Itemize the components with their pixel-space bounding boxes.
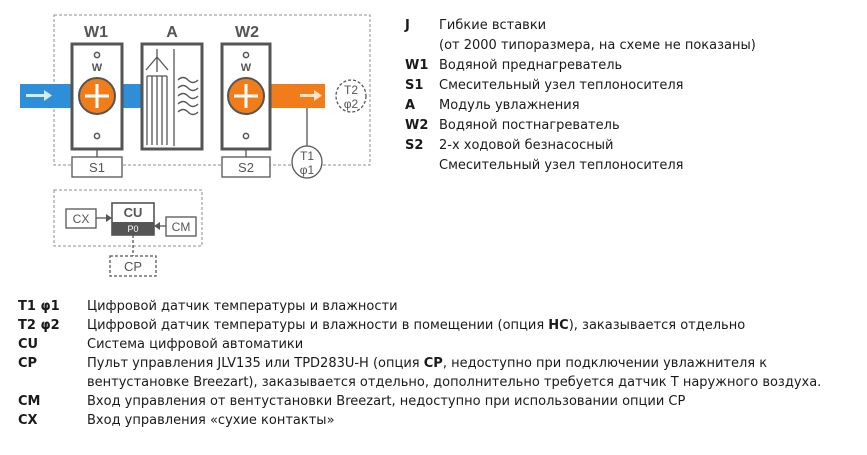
legend-row-t2: T2 φ2 Цифровой датчик температуры и влаж… [18, 318, 746, 333]
sensor-legend: T1 φ1 Цифровой датчик температуры и влаж… [18, 297, 863, 430]
humidifier-media-icon [146, 75, 168, 145]
t2-sensor [335, 79, 367, 113]
phi2-label: φ2 [344, 97, 359, 111]
control-frame [53, 189, 203, 247]
legend-row-s2-note: Смесительный узел теплоносителя [439, 158, 684, 173]
outlet-arrow-icon [314, 90, 322, 101]
p0-label: P0 [127, 224, 138, 234]
cp-box [109, 255, 157, 277]
legend-row-cx: CX Вход управления «сухие контакты» [18, 413, 335, 428]
t2-label: T2 [344, 83, 358, 97]
legend-row-cp: CP Пульт управления JLV135 или TPD283U-H… [18, 356, 822, 390]
cp-label: CP [124, 259, 142, 274]
w2-top-port-icon [242, 51, 250, 59]
s2-box [221, 156, 271, 178]
w2-w-mark: W [241, 62, 252, 74]
cx-label: CX [73, 212, 90, 226]
legend-row-cu: CU Система цифровой автоматики [18, 337, 304, 352]
a-label: A [166, 24, 178, 41]
s1-box [71, 156, 123, 178]
t1-label: T1 [300, 149, 314, 163]
inlet-arrow-icon [44, 90, 52, 101]
spray-nozzle-icon [145, 49, 169, 72]
w1-bottom-port-icon [93, 132, 101, 140]
w1-top-port-icon [93, 51, 101, 59]
w1-w-mark: W [92, 62, 103, 74]
legend-row-cm: CM Вход управления от вентустановки Bree… [18, 394, 686, 409]
s1-label: S1 [89, 160, 105, 175]
legend-row-t1: T1 φ1 Цифровой датчик температуры и влаж… [18, 299, 398, 314]
cm-arrow-icon [154, 222, 160, 230]
w2-label: W2 [235, 24, 259, 41]
eliminator-waves-icon [177, 76, 199, 116]
humidifier-panel [140, 42, 204, 151]
inlet-duct-mid [122, 84, 142, 108]
s2-label: S2 [238, 160, 254, 175]
phi1-label: φ1 [300, 163, 315, 177]
unit-scheme: W1 W A W2 W S1 S2 [20, 14, 371, 277]
outlet-arrow-shaft [300, 94, 314, 97]
cx-arrow-icon [106, 214, 112, 222]
inlet-arrow-shaft [26, 94, 44, 97]
cu-label: CU [124, 205, 143, 220]
t1-sensor [291, 145, 323, 179]
legend-row-j-note: (от 2000 типоразмера, на схеме не показа… [439, 38, 756, 53]
cm-label: CM [172, 220, 191, 234]
p0-bar [112, 222, 154, 235]
w2-bottom-port-icon [242, 132, 250, 140]
w1-label: W1 [84, 24, 108, 41]
